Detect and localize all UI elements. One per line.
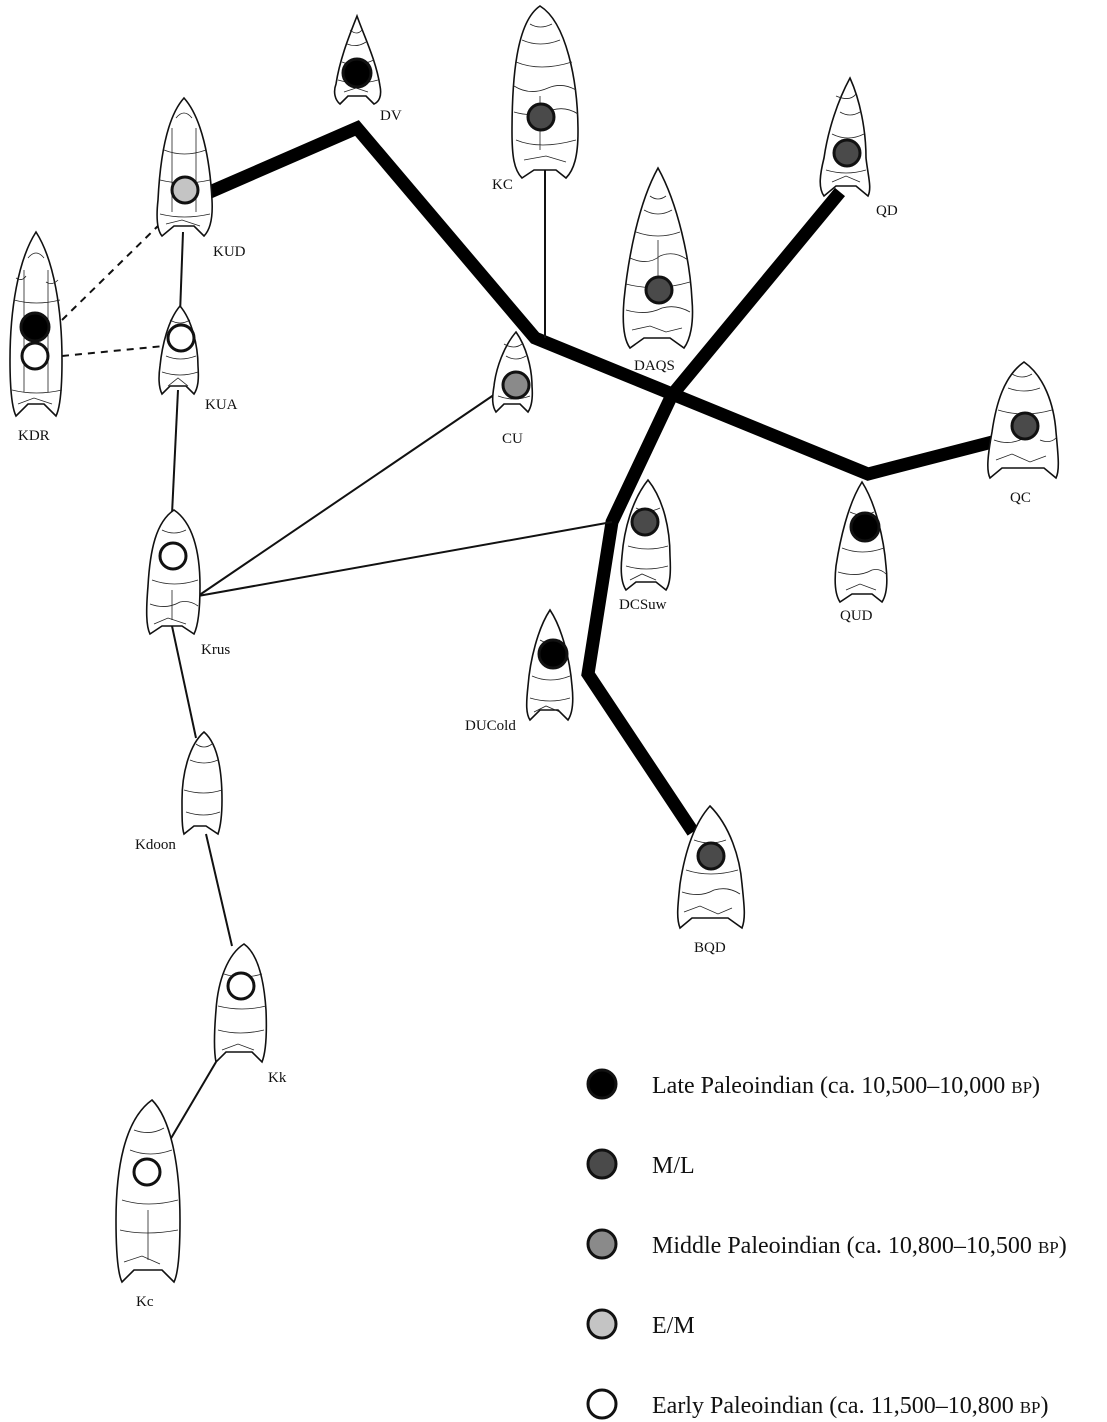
label-kk: Kk xyxy=(268,1070,287,1086)
marker-qc xyxy=(1010,411,1040,441)
label-dv: DV xyxy=(380,108,402,124)
point-qd-drawing xyxy=(819,76,871,198)
legend-label-em: E/M xyxy=(652,1313,695,1339)
label-kc-lower: Kc xyxy=(136,1294,154,1310)
tree-edges xyxy=(61,120,1002,1141)
thick-branch-kud-qc xyxy=(207,120,1002,481)
marker-dcsuw xyxy=(630,507,660,537)
marker-kud xyxy=(170,175,200,205)
marker-dv xyxy=(341,57,373,89)
legend-item-late: Late Paleoindian (ca. 10,500–10,000 BP) xyxy=(586,1068,1040,1100)
marker-krus xyxy=(158,541,188,571)
point-drawings xyxy=(9,5,1060,1284)
marker-qud xyxy=(849,511,881,543)
label-bqd: BQD xyxy=(694,940,726,956)
marker-kdr-late xyxy=(19,311,51,343)
dashed-link-kdr-kua xyxy=(61,345,165,357)
legend-item-em: E/M xyxy=(586,1308,695,1340)
legend-swatch-early xyxy=(586,1388,618,1420)
point-kdoon-drawing xyxy=(181,730,223,836)
marker-ducold xyxy=(537,638,569,670)
point-kc-drawing xyxy=(511,5,579,180)
marker-daqs xyxy=(644,275,674,305)
legend-label-middle: Middle Paleoindian (ca. 10,800–10,500 BP… xyxy=(652,1233,1067,1259)
label-qd: QD xyxy=(876,203,898,219)
label-kud: KUD xyxy=(213,244,246,260)
legend-item-early: Early Paleoindian (ca. 11,500–10,800 BP) xyxy=(586,1388,1048,1420)
label-kc: KC xyxy=(492,177,513,193)
label-daqs: DAQS xyxy=(634,358,675,374)
point-kc-lower-drawing xyxy=(115,1098,181,1284)
marker-kk xyxy=(226,971,256,1001)
label-kdoon: Kdoon xyxy=(135,837,176,853)
point-labels: DV KC QD KUD KDR KUA DAQS CU QC QUD DCSu… xyxy=(18,108,1031,1310)
marker-kc-lower xyxy=(132,1157,162,1187)
label-cu: CU xyxy=(502,431,523,447)
edge-kud-kua xyxy=(179,231,184,315)
point-daqs-drawing xyxy=(622,166,694,350)
edge-krus-cu xyxy=(197,387,505,597)
point-krus-drawing xyxy=(145,509,201,636)
point-kk-drawing xyxy=(213,943,268,1064)
legend-swatch-em xyxy=(586,1308,618,1340)
edge-kdoon-kk xyxy=(205,833,233,947)
label-kua: KUA xyxy=(205,397,238,413)
marker-kdr-early xyxy=(20,341,50,371)
marker-kc xyxy=(526,102,556,132)
edge-kk-kc xyxy=(169,1061,217,1141)
marker-kua xyxy=(166,323,196,353)
marker-qd xyxy=(832,138,862,168)
label-qud: QUD xyxy=(840,608,873,624)
marker-bqd xyxy=(696,841,726,871)
period-markers xyxy=(19,57,1040,1187)
legend-swatch-middle xyxy=(586,1228,618,1260)
legend-label-early: Early Paleoindian (ca. 11,500–10,800 BP) xyxy=(652,1393,1048,1419)
legend-label-ml: M/L xyxy=(652,1153,695,1179)
label-kdr: KDR xyxy=(18,428,50,444)
legend-item-ml: M/L xyxy=(586,1148,695,1180)
label-qc: QC xyxy=(1010,490,1031,506)
label-dcsuw: DCSuw xyxy=(619,597,667,613)
dashed-link-kdr-kud xyxy=(61,221,163,321)
marker-cu xyxy=(501,370,531,400)
point-kud-drawing xyxy=(156,96,213,238)
legend-label-late: Late Paleoindian (ca. 10,500–10,000 BP) xyxy=(652,1073,1040,1099)
legend-item-middle: Middle Paleoindian (ca. 10,800–10,500 BP… xyxy=(586,1228,1067,1260)
edge-krus-dcsuw xyxy=(197,521,613,597)
legend-swatch-ml xyxy=(586,1148,618,1180)
label-krus: Krus xyxy=(201,642,230,658)
point-qud-drawing xyxy=(834,480,888,604)
label-ducold: DUCold xyxy=(465,718,516,734)
legend-swatch-late xyxy=(586,1068,618,1100)
legend: Late Paleoindian (ca. 10,500–10,000 BP) … xyxy=(586,1068,1067,1420)
edge-kua-krus xyxy=(171,389,179,515)
edge-krus-kdoon xyxy=(171,625,197,739)
